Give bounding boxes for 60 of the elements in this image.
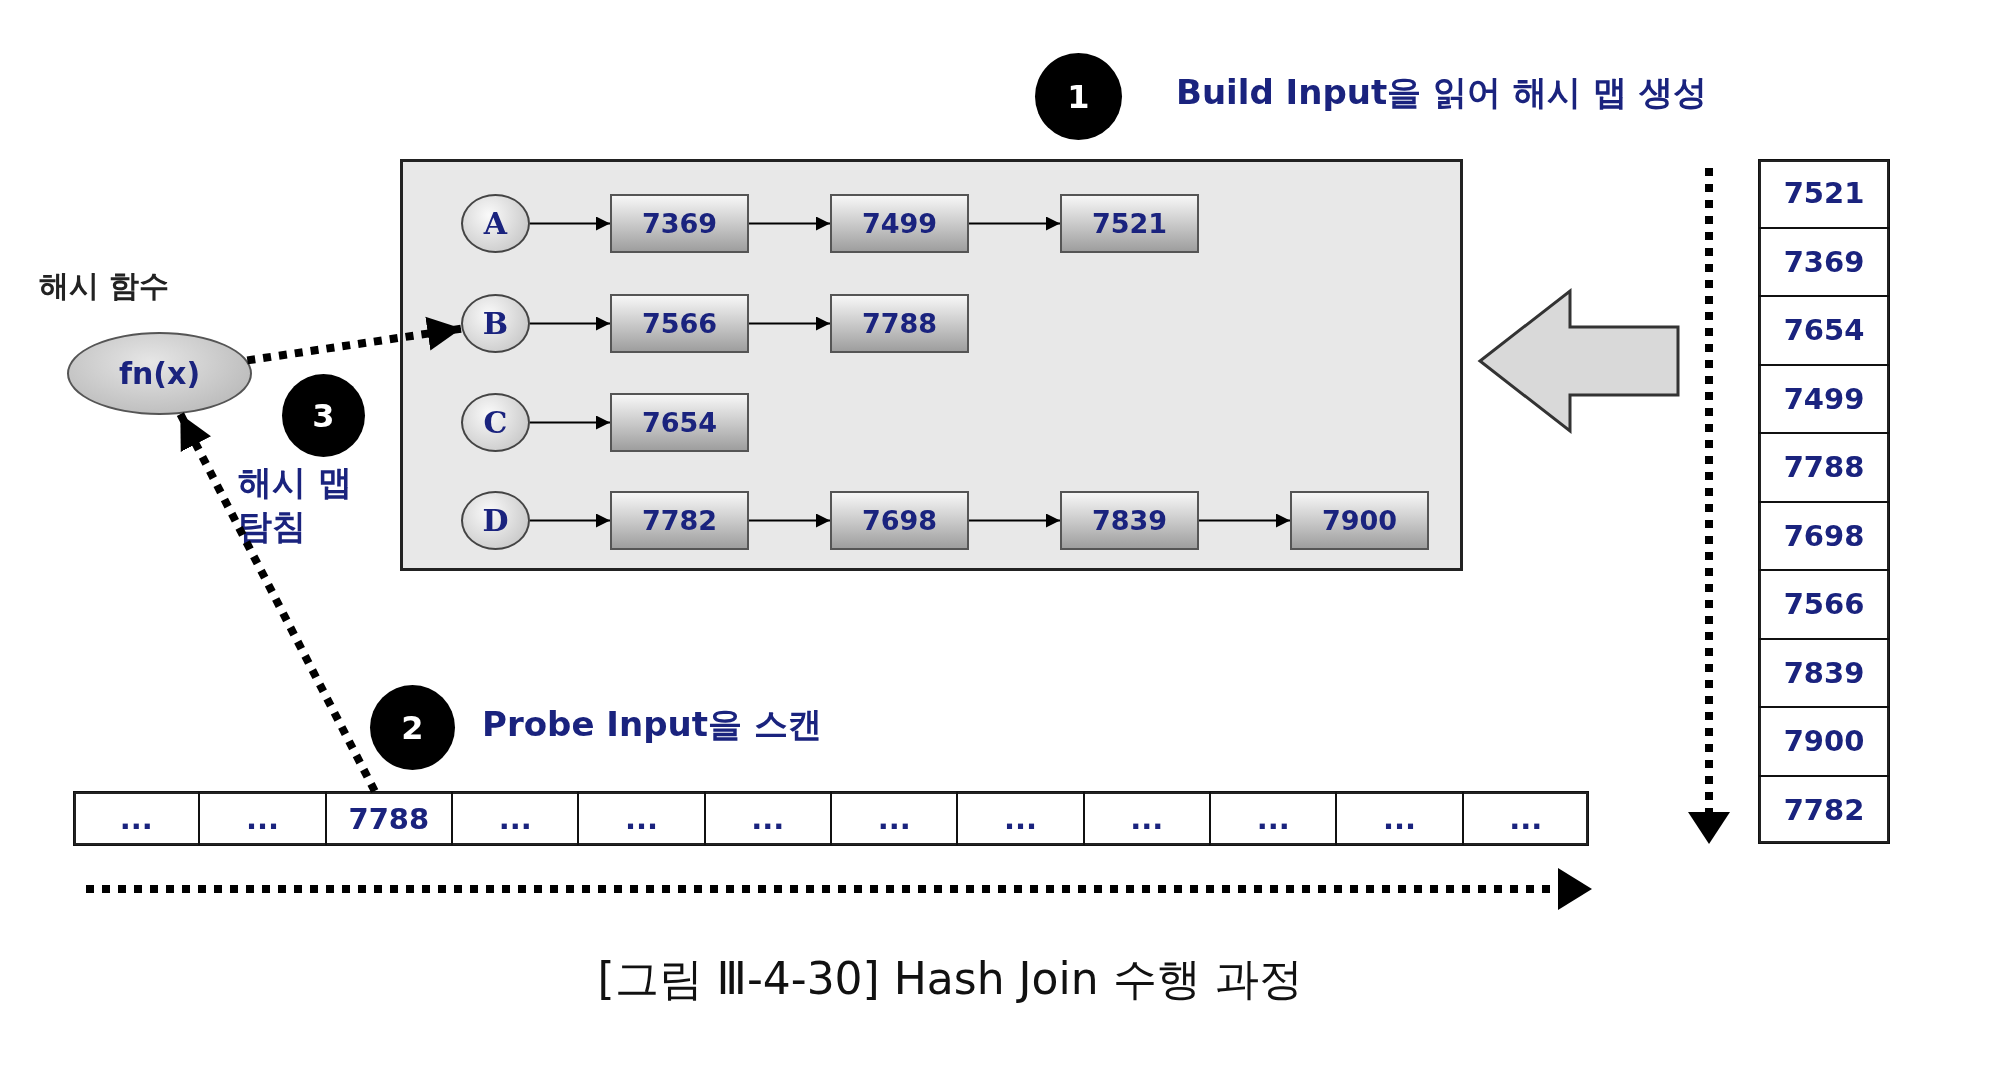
arrow	[529, 513, 611, 528]
arrow	[968, 513, 1061, 528]
table-cell: 7369	[1758, 227, 1890, 296]
table-cell: ...	[578, 791, 705, 846]
function-label: fn(x)	[118, 356, 201, 391]
step-number-badge: 2	[370, 685, 455, 770]
step-label: 해시 맵 탐침	[238, 461, 353, 549]
bucket-circle: A	[461, 194, 530, 253]
record-box: 7788	[830, 294, 969, 353]
table-cell: ...	[452, 791, 579, 846]
table-cell: ...	[1083, 791, 1210, 846]
bucket-circle: D	[461, 491, 530, 550]
table-cell: 7521	[1758, 159, 1890, 228]
hash-map-panel	[400, 159, 1463, 571]
table-cell: 7839	[1758, 638, 1890, 707]
table-cell: 7654	[1758, 296, 1890, 365]
arrow	[968, 216, 1061, 231]
table-cell: ...	[704, 791, 831, 846]
table-cell: 7499	[1758, 364, 1890, 433]
arrow	[748, 216, 831, 231]
figure-caption: [그림 Ⅲ-4-30] Hash Join 수행 과정	[597, 953, 1303, 1004]
bucket-circle: B	[461, 294, 530, 353]
step-label: Probe Input을 스캔	[482, 703, 822, 746]
input-table	[73, 791, 1589, 846]
table-cell: ...	[957, 791, 1084, 846]
table-cell: 7900	[1758, 707, 1890, 776]
bucket-circle: C	[461, 393, 530, 452]
step-number-badge: 1	[1035, 53, 1122, 140]
block-arrow	[1477, 287, 1680, 435]
table-cell: ...	[199, 791, 326, 846]
table-cell: ...	[1210, 791, 1337, 846]
step-label: Build Input을 읽어 해시 맵 생성	[1176, 71, 1707, 114]
table-cell: ...	[831, 791, 958, 846]
step-number-badge: 3	[282, 374, 365, 457]
table-cell: ...	[1336, 791, 1463, 846]
record-box: 7521	[1060, 194, 1199, 253]
arrow	[529, 415, 611, 430]
record-box: 7839	[1060, 491, 1199, 550]
arrow	[748, 316, 831, 331]
table-cell: 7566	[1758, 570, 1890, 639]
record-box: 7698	[830, 491, 969, 550]
function-heading: 해시 함수	[39, 267, 170, 305]
record-box: 7499	[830, 194, 969, 253]
arrow	[1198, 513, 1291, 528]
record-box: 7900	[1290, 491, 1429, 550]
dashed-arrow	[246, 316, 463, 365]
record-box: 7782	[610, 491, 749, 550]
input-table	[1758, 159, 1890, 844]
table-cell: 7698	[1758, 501, 1890, 570]
arrow	[529, 316, 611, 331]
record-box: 7654	[610, 393, 749, 452]
table-cell: 7788	[1758, 433, 1890, 502]
table-cell: ...	[73, 791, 200, 846]
arrow	[748, 513, 831, 528]
record-box: 7566	[610, 294, 749, 353]
arrow	[529, 216, 611, 231]
record-box: 7369	[610, 194, 749, 253]
table-cell: 7782	[1758, 775, 1890, 844]
table-cell: 7788	[325, 791, 452, 846]
table-cell: ...	[1462, 791, 1589, 846]
